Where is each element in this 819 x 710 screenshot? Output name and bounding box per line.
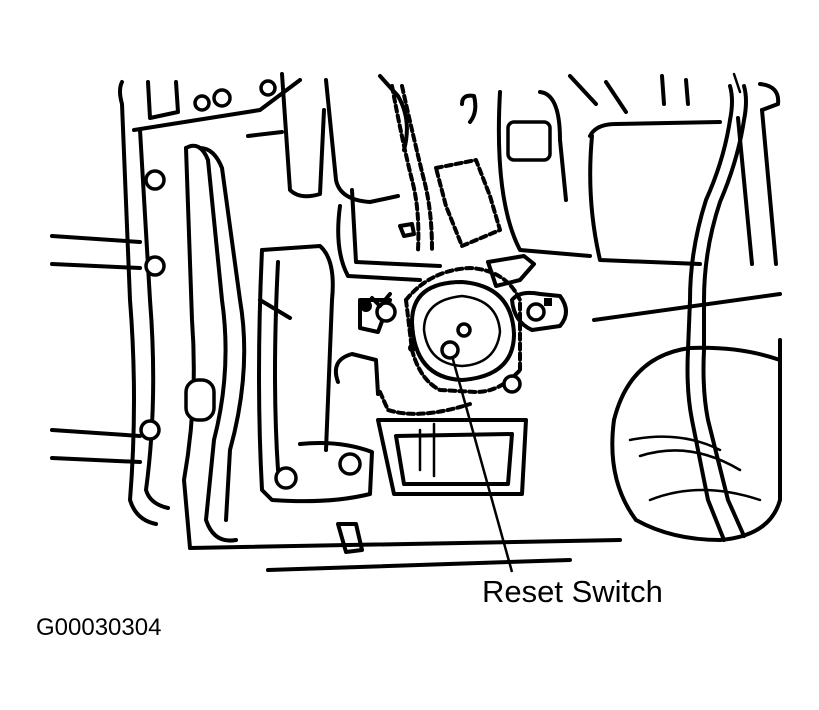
upper-right-frame [460, 74, 781, 258]
frame-hole-4 [144, 169, 166, 191]
bolt-lower [502, 374, 522, 394]
upper-panel [246, 72, 442, 320]
mounting-brackets [358, 222, 568, 394]
frame-hole-5 [144, 255, 166, 277]
figure-id: G00030304 [36, 614, 162, 641]
frame-hole-2 [212, 88, 232, 108]
marker-dot-1 [360, 300, 372, 312]
frame-hole-3 [259, 79, 277, 97]
reset-switch-button [440, 340, 460, 360]
callout-leader [450, 355, 514, 573]
bottom-rail [188, 522, 622, 572]
panel-hole-2 [338, 452, 362, 476]
lower-opening [376, 418, 528, 496]
housing-small-hole [456, 322, 472, 338]
regulator-housing [410, 280, 516, 382]
bolt-right [526, 302, 546, 322]
frame-hole-1 [193, 94, 211, 112]
frame-hole-6 [139, 419, 161, 441]
lower-left-panel [257, 244, 380, 504]
left-ribs [50, 234, 142, 464]
reset-switch-label: Reset Switch [482, 574, 663, 609]
left-frame [118, 78, 302, 526]
upper-slot [506, 120, 552, 162]
bolt-left [375, 301, 397, 323]
right-clip [544, 298, 552, 306]
channel-slot [184, 378, 216, 422]
right-panel [588, 108, 782, 542]
wire-harness [685, 72, 748, 542]
panel-hole-1 [274, 466, 298, 490]
vertical-channel [182, 143, 247, 550]
